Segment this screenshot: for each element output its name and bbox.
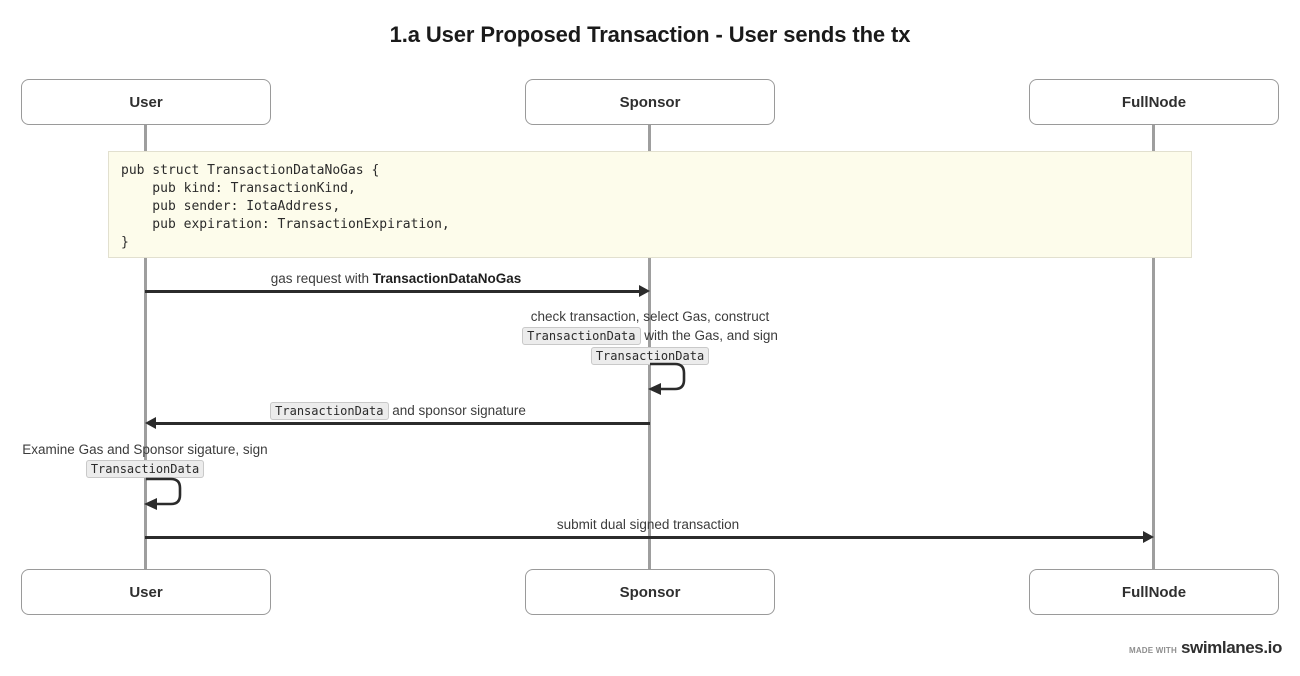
- message-label-submit-tx: submit dual signed transaction: [144, 515, 1152, 534]
- self-message-line2-tail: with the Gas, and sign: [640, 328, 778, 343]
- code-chip-transactiondata: TransactionData: [270, 402, 389, 420]
- code-chip-transactiondata: TransactionData: [522, 327, 641, 345]
- message-text-plain: submit dual signed transaction: [556, 517, 740, 532]
- participant-label: Sponsor: [619, 93, 681, 111]
- self-loop-arrow-user: [144, 477, 182, 510]
- participant-fullnode-bottom[interactable]: FullNode: [1029, 569, 1279, 615]
- message-label-gas-request: gas request with TransactionDataNoGas: [144, 269, 648, 288]
- message-arrow-sponsor-reply: [156, 422, 650, 425]
- participant-label: FullNode: [1121, 583, 1187, 601]
- participant-label: User: [129, 583, 163, 601]
- note-code-block: pub struct TransactionDataNoGas { pub ki…: [108, 151, 1192, 258]
- note-code-text: pub struct TransactionDataNoGas { pub ki…: [121, 163, 450, 250]
- self-message-line1: check transaction, select Gas, construct: [530, 309, 770, 324]
- message-label-sponsor-self-check: check transaction, select Gas, construct…: [450, 307, 850, 366]
- watermark-made-with: Made with: [1128, 646, 1177, 655]
- arrowhead-sponsor-reply: [145, 417, 156, 430]
- watermark[interactable]: Made with swimlanes.io: [1129, 638, 1282, 658]
- participant-user-bottom[interactable]: User: [21, 569, 271, 615]
- participant-label: FullNode: [1121, 93, 1187, 111]
- self-loop-arrow-sponsor: [648, 362, 686, 395]
- message-text-bold: TransactionDataNoGas: [372, 271, 522, 286]
- arrowhead-gas-request: [639, 285, 650, 298]
- arrowhead-submit-tx: [1143, 531, 1154, 544]
- participant-user-top[interactable]: User: [21, 79, 271, 125]
- participant-label: Sponsor: [619, 583, 681, 601]
- message-arrow-submit-tx: [145, 536, 1144, 539]
- participant-fullnode-top[interactable]: FullNode: [1029, 79, 1279, 125]
- message-arrow-gas-request: [145, 290, 640, 293]
- participant-label: User: [129, 93, 163, 111]
- page-title: 1.a User Proposed Transaction - User sen…: [389, 22, 911, 47]
- message-text-tail: and sponsor signature: [388, 403, 526, 418]
- message-text-plain: gas request with: [270, 271, 373, 286]
- self-message-line1: Examine Gas and Sponsor sigature, sign: [22, 442, 268, 457]
- code-chip-transactiondata: TransactionData: [85, 460, 205, 478]
- participant-sponsor-top[interactable]: Sponsor: [525, 79, 775, 125]
- lifeline-user: [144, 125, 147, 569]
- participant-sponsor-bottom[interactable]: Sponsor: [525, 569, 775, 615]
- message-label-user-self-examine: Examine Gas and Sponsor sigature, sign T…: [0, 440, 345, 479]
- watermark-brand: swimlanes.io: [1180, 638, 1282, 657]
- message-label-sponsor-reply: TransactionData and sponsor signature: [148, 401, 648, 421]
- code-chip-transactiondata: TransactionData: [590, 347, 710, 365]
- lifeline-fullnode: [1152, 125, 1155, 569]
